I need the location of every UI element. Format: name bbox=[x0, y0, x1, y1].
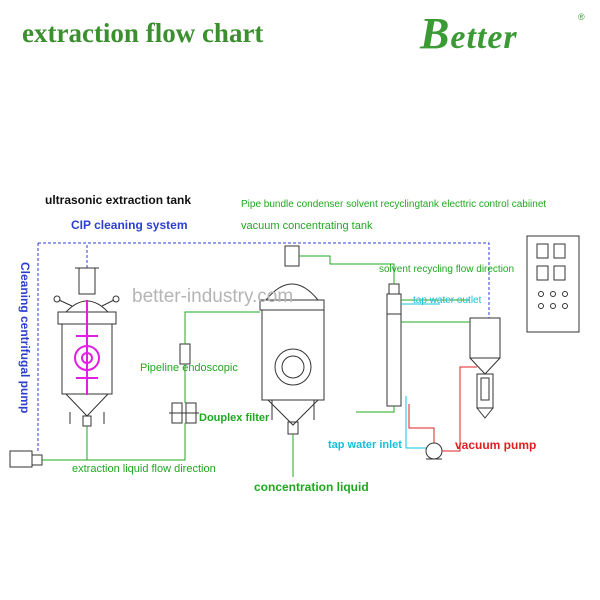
label-extraction-flow: extraction liquid flow direction bbox=[72, 463, 216, 475]
ultrasonic-probe bbox=[74, 300, 100, 395]
electric-control-cabinet bbox=[526, 235, 580, 333]
registered-mark: ® bbox=[578, 12, 585, 22]
label-tap-water-inlet: tap water inlet bbox=[328, 439, 402, 451]
label-condenser-line: Pipe bundle condenser solvent recyclingt… bbox=[241, 199, 547, 210]
label-water-outlet: tap water outlet bbox=[413, 295, 482, 306]
vacuum-lines bbox=[408, 366, 477, 452]
vacuum-pump-shape bbox=[425, 442, 443, 460]
label-duplex-filter: Douplex filter bbox=[199, 412, 270, 424]
pipeline-endoscopic-shape bbox=[179, 343, 191, 365]
water-lines bbox=[401, 303, 440, 449]
cip-line bbox=[37, 242, 490, 451]
page-title: extraction flow chart bbox=[22, 18, 264, 48]
pipe-bundle-condenser bbox=[386, 283, 402, 407]
duplex-filter-shape bbox=[169, 402, 199, 424]
solvent-recycling-tank bbox=[469, 317, 501, 419]
label-solvent-flow: solvent recycling flow direction bbox=[379, 264, 515, 275]
label-ultrasonic-tank: ultrasonic extraction tank bbox=[45, 193, 192, 207]
green-flow-lines bbox=[42, 255, 470, 477]
label-cip: CIP cleaning system bbox=[71, 218, 188, 232]
label-vacuum-pump: vacuum pump bbox=[455, 438, 537, 452]
label-pipeline-endoscopic: Pipeline endoscopic bbox=[140, 362, 238, 374]
label-vacuum-tank: vacuum concentrating tank bbox=[241, 220, 373, 232]
centrifugal-pump-shape bbox=[9, 450, 43, 468]
vacuum-concentrating-tank bbox=[259, 245, 325, 435]
brand-logo: Better bbox=[420, 9, 518, 58]
watermark: better-industry.com bbox=[132, 286, 294, 307]
label-cleaning-pump: Cleaning centrifugal pump bbox=[18, 262, 32, 414]
label-concentration-liquid: concentration liquid bbox=[254, 480, 369, 494]
